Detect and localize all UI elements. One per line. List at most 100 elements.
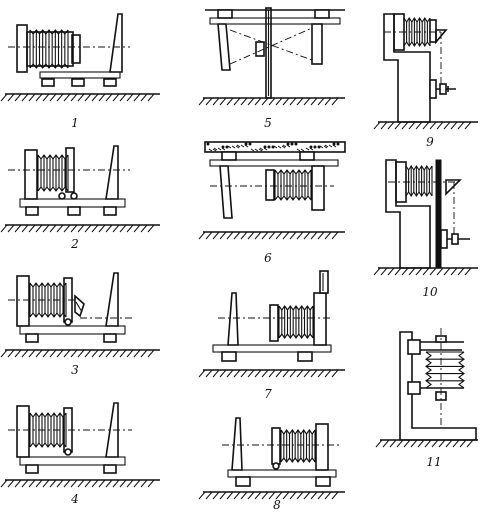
camera-back: [311, 23, 323, 65]
floor-hatch: [28, 349, 36, 358]
floor-hatch: [445, 439, 453, 448]
rail-foot: [25, 464, 39, 474]
bellows-left-edge: [425, 351, 432, 389]
floor-hatch: [247, 491, 255, 500]
floor-hatch: [63, 349, 71, 358]
floor-hatch: [296, 231, 304, 240]
floor-hatch: [289, 369, 297, 378]
floor-hatch: [282, 97, 290, 106]
floor-hatch: [317, 491, 325, 500]
panel-label: 5: [264, 116, 272, 130]
floor-hatch: [289, 231, 297, 240]
ceiling-grain: [277, 145, 282, 149]
trolley: [217, 9, 233, 19]
panel-label: 4: [70, 492, 79, 506]
ceiling-grain: [300, 148, 305, 152]
panel-label: 6: [264, 251, 272, 265]
floor-hatch: [394, 267, 402, 276]
ceiling-grain: [227, 145, 232, 149]
floor-hatch: [91, 479, 99, 488]
reflecting-prism: [445, 179, 462, 196]
floor-hatch: [133, 349, 141, 358]
floor-ground: [0, 349, 160, 358]
rail-foot: [315, 476, 331, 487]
floor-hatch: [389, 439, 397, 448]
ceiling-grain: [217, 147, 222, 151]
bellows: [278, 305, 314, 339]
rail-foot: [25, 206, 39, 216]
ceiling-grain: [319, 145, 324, 149]
floor-hatch: [35, 349, 43, 358]
floor-hatch: [63, 479, 71, 488]
floor-hatch: [147, 479, 155, 488]
floor-hatch: [14, 349, 22, 358]
ceiling-grain: [258, 148, 263, 152]
floor-hatch: [324, 491, 332, 500]
floor-hatch: [443, 267, 451, 276]
floor-hatch: [331, 231, 339, 240]
ceiling-grain: [324, 144, 329, 148]
floor-hatch: [380, 267, 388, 276]
ceiling-grain: [263, 145, 267, 149]
floor-hatch: [63, 93, 71, 102]
floor-hatch: [119, 349, 127, 358]
ceiling-grain: [208, 148, 213, 152]
floor-hatch: [28, 224, 36, 233]
floor-hatch: [119, 224, 127, 233]
floor-hatch: [261, 231, 269, 240]
floor-hatch: [408, 121, 416, 130]
floor-hatch: [240, 491, 248, 500]
floor-hatch: [84, 479, 92, 488]
floor-hatch: [205, 97, 213, 106]
bellows-top-edge: [37, 154, 69, 160]
ceiling-grain: [282, 144, 287, 148]
floor-hatch: [331, 491, 339, 500]
floor-hatch: [56, 349, 64, 358]
floor-hatch: [140, 349, 148, 358]
copyboard: [231, 417, 243, 471]
panel-label: 3: [71, 363, 79, 377]
suspended-rail: [209, 159, 339, 167]
floor-ground: [0, 93, 160, 102]
floor-hatch: [296, 491, 304, 500]
copyboard: [217, 23, 231, 71]
floor-hatch: [261, 97, 269, 106]
rail-foot: [41, 78, 55, 87]
panel-10: 10: [373, 159, 478, 299]
lens: [255, 41, 265, 57]
vertical-stand: [399, 331, 477, 441]
floor-hatch: [303, 97, 311, 106]
floor-hatch: [91, 349, 99, 358]
floor-hatch: [310, 369, 318, 378]
floor-hatch: [21, 93, 29, 102]
floor-hatch: [431, 439, 439, 448]
floor-hatch: [303, 231, 311, 240]
floor-hatch: [401, 121, 409, 130]
floor-hatch: [198, 97, 206, 106]
floor-hatch: [324, 231, 332, 240]
panel-11: 11: [375, 328, 478, 469]
floor-hatch: [422, 121, 430, 130]
rail-foot: [103, 333, 117, 343]
ceiling-grain: [271, 145, 275, 149]
bellows: [280, 429, 316, 463]
floor-hatch: [77, 349, 85, 358]
dark-slide: [319, 270, 329, 294]
floor-hatch: [268, 491, 276, 500]
camera-back: [16, 24, 28, 73]
floor-hatch: [254, 369, 262, 378]
floor-hatch: [408, 267, 416, 276]
floor-hatch: [373, 121, 381, 130]
ceiling-grain: [294, 142, 298, 146]
floor-hatch: [56, 224, 64, 233]
camera-back: [16, 275, 30, 327]
panel-label: 10: [422, 285, 438, 299]
floor-hatch: [147, 224, 155, 233]
floor-hatch: [387, 267, 395, 276]
ceiling-grain: [336, 142, 340, 146]
ceiling-grain: [212, 148, 217, 152]
floor-hatch: [429, 267, 437, 276]
copy-bracket: [429, 79, 437, 99]
floor-hatch: [21, 224, 29, 233]
rail-foot: [221, 351, 237, 362]
